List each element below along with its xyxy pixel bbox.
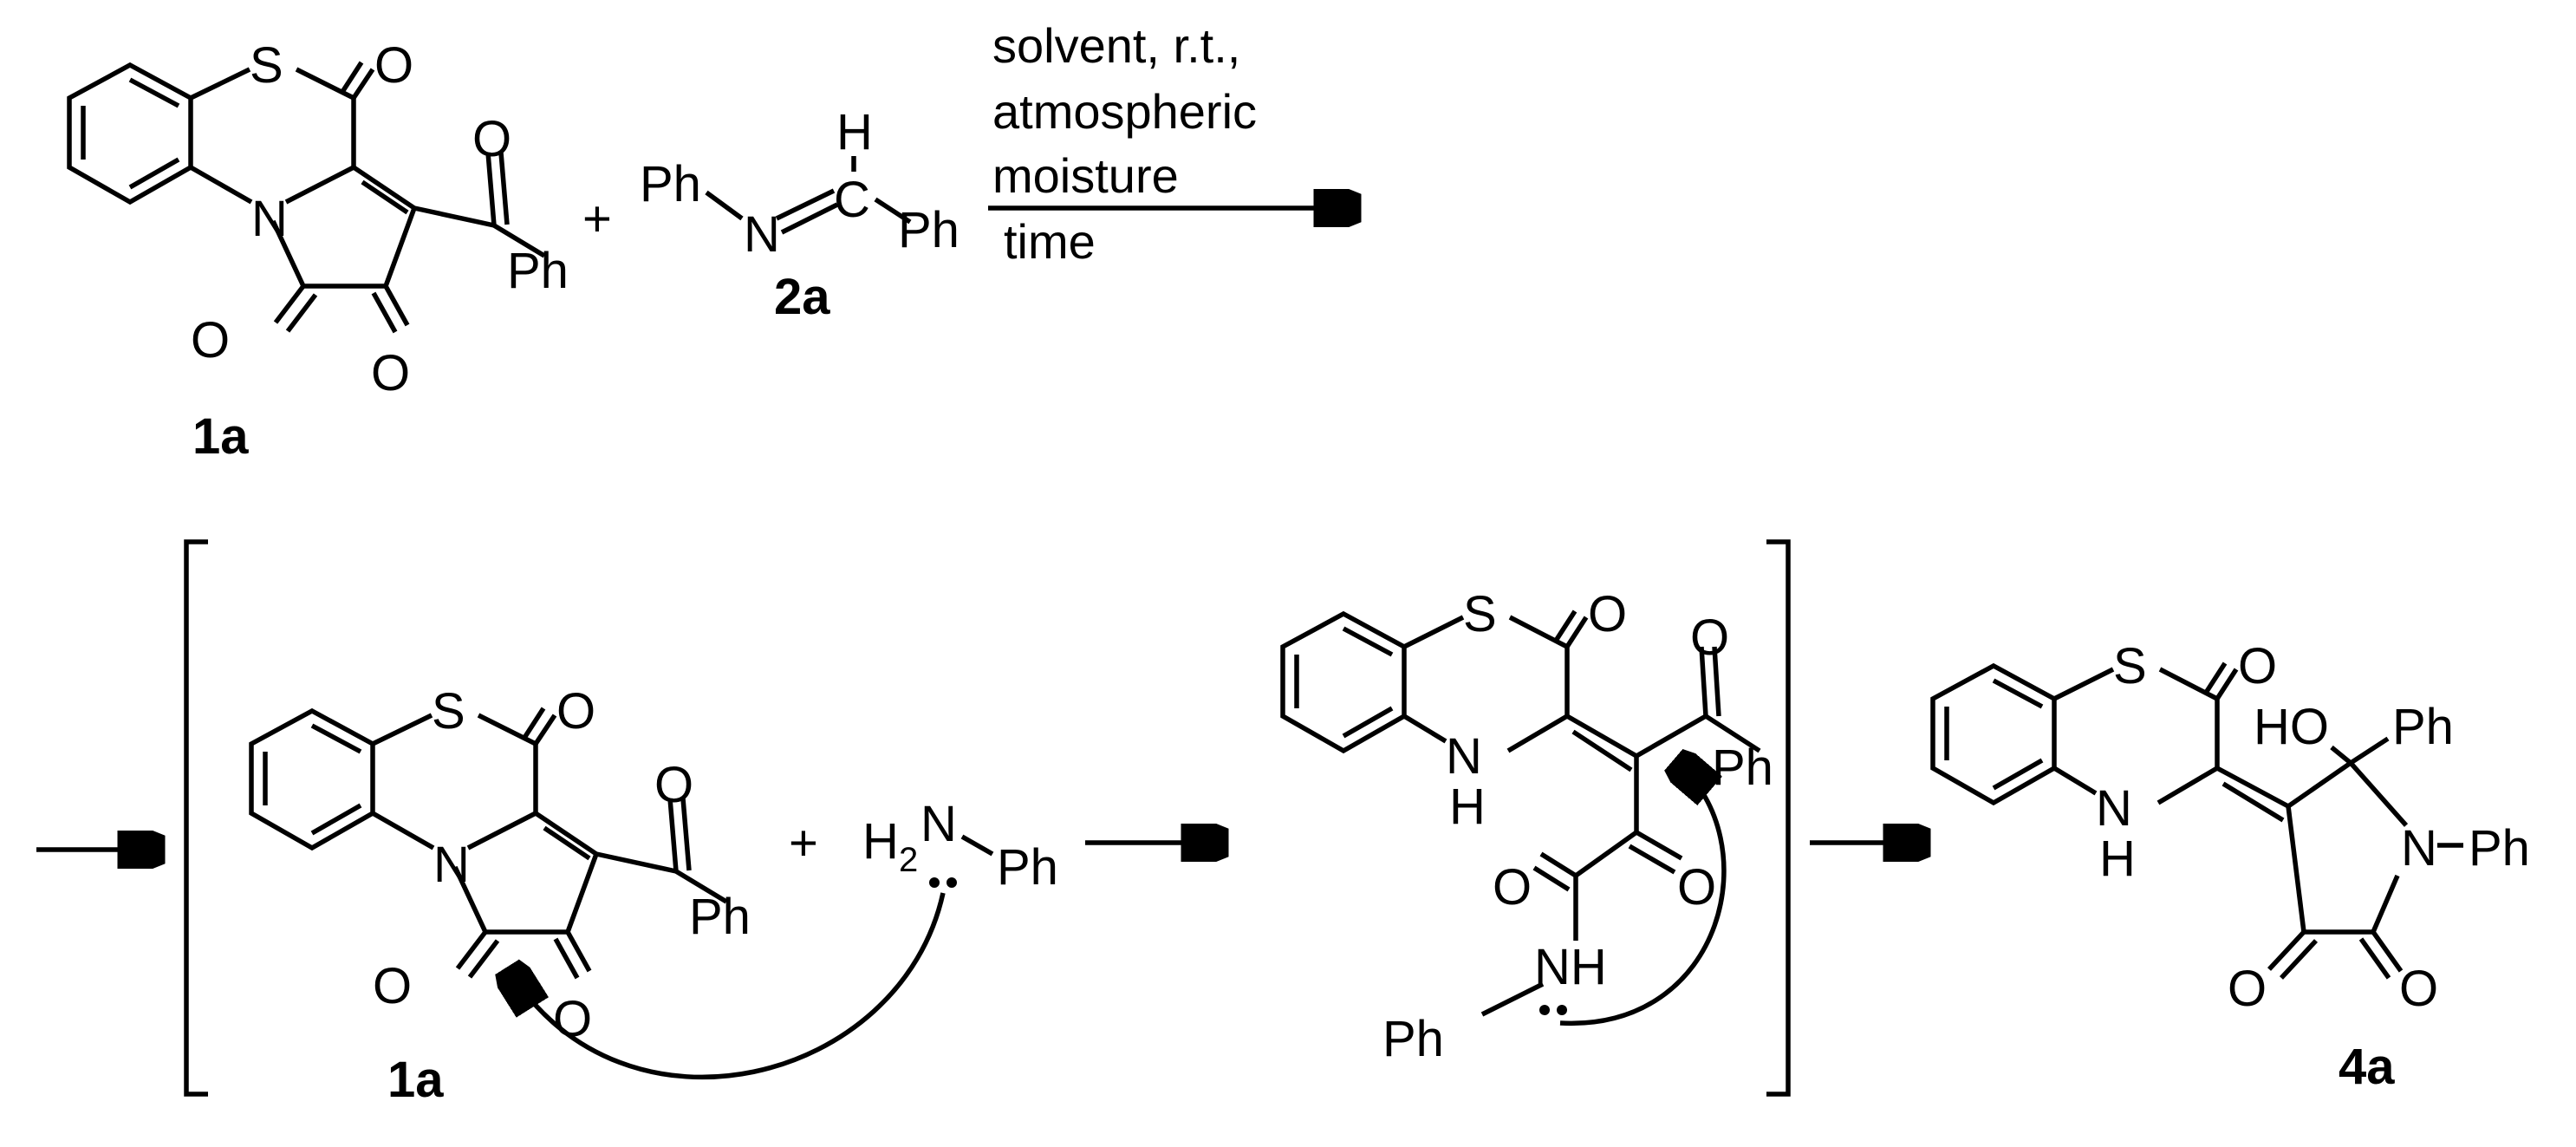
- atom-hydrogen: H: [2099, 831, 2136, 887]
- atom-nitrogen: N: [433, 837, 470, 893]
- atom-nitrogen: N: [920, 796, 957, 852]
- atom-oxygen: O: [2399, 961, 2438, 1017]
- atom-phenyl: Ph: [1382, 1011, 1444, 1067]
- curved-arrow: [510, 892, 946, 1080]
- atom-phenyl: Ph: [507, 243, 569, 299]
- curved-arrow: [1559, 763, 1727, 1026]
- condition-text: moisture: [992, 148, 1179, 203]
- bracket-right: [1766, 539, 1791, 1097]
- compound-1a-bottom: S O N O Ph O O 1a: [249, 683, 751, 1108]
- atom-nitrogen: N: [1446, 728, 1482, 785]
- atom-sulfur: S: [1463, 586, 1497, 642]
- atom-oxygen: O: [556, 683, 595, 740]
- atom-oxygen: O: [2238, 638, 2277, 694]
- atom-phenyl: Ph: [2469, 820, 2530, 877]
- atom-phenyl: Ph: [997, 839, 1058, 896]
- intermediate: S O N H O Ph O O NH Ph: [1280, 586, 1773, 1067]
- atom-oxygen: O: [2228, 961, 2267, 1017]
- lone-pair-dot: [929, 877, 940, 888]
- atom-oxygen: O: [654, 757, 693, 813]
- compound-2a: Ph N C H Ph 2a: [640, 104, 959, 325]
- compound-label: 4a: [2339, 1039, 2395, 1095]
- atom-oxygen: O: [1690, 609, 1729, 666]
- aniline: H 2 N Ph: [862, 796, 1058, 896]
- atom-oxygen: O: [472, 111, 511, 167]
- condition-text: atmospheric: [992, 84, 1257, 139]
- compound-label: 1a: [387, 1052, 444, 1108]
- atom-phenyl: Ph: [1712, 740, 1773, 796]
- plus-sign: +: [582, 191, 612, 247]
- condition-text: solvent, r.t.,: [992, 18, 1240, 73]
- plus-sign: +: [789, 815, 818, 871]
- atom-amide-nh: NH: [1534, 939, 1607, 995]
- atom-nitrogen: N: [251, 191, 288, 247]
- atom-nitrogen: N: [744, 206, 780, 263]
- atom-oxygen: O: [1588, 586, 1627, 642]
- atom-hydroxyl: HO: [2254, 699, 2329, 755]
- atom-sulfur: S: [2113, 638, 2147, 694]
- compound-4a: S O N H HO Ph N Ph O O 4a: [1930, 638, 2530, 1095]
- atom-oxygen: O: [1677, 859, 1716, 916]
- atom-oxygen: O: [1493, 859, 1532, 916]
- atom-phenyl: Ph: [2392, 699, 2454, 755]
- bracket-left: [184, 539, 208, 1097]
- atom-phenyl: Ph: [640, 156, 701, 212]
- lone-pair-dot: [946, 877, 957, 888]
- atom-hydrogen: H: [862, 813, 899, 870]
- atom-phenyl: Ph: [898, 202, 959, 258]
- lone-pair-dot: [1557, 1005, 1567, 1015]
- compound-label: 2a: [774, 269, 830, 325]
- atom-oxygen: O: [374, 37, 413, 94]
- compound-label: 1a: [192, 408, 249, 465]
- atom-sulfur: S: [432, 683, 465, 740]
- atom-nitrogen: N: [2096, 780, 2132, 837]
- atom-phenyl: Ph: [689, 889, 751, 945]
- reaction-conditions: solvent, r.t., atmospheric moisture time: [988, 18, 1356, 269]
- atom-oxygen: O: [371, 345, 410, 401]
- subscript: 2: [899, 841, 918, 879]
- atom-hydrogen: H: [1449, 779, 1486, 835]
- atom-sulfur: S: [250, 37, 283, 94]
- atom-oxygen: O: [191, 312, 230, 368]
- atom-carbon: C: [834, 172, 870, 228]
- atom-hydrogen: H: [836, 104, 873, 160]
- condition-text: time: [1004, 214, 1096, 269]
- atom-oxygen: O: [373, 958, 412, 1014]
- compound-1a-top: S O N O Ph O O 1a: [67, 37, 569, 465]
- atom-nitrogen: N: [2401, 820, 2437, 877]
- lone-pair-dot: [1539, 1005, 1550, 1015]
